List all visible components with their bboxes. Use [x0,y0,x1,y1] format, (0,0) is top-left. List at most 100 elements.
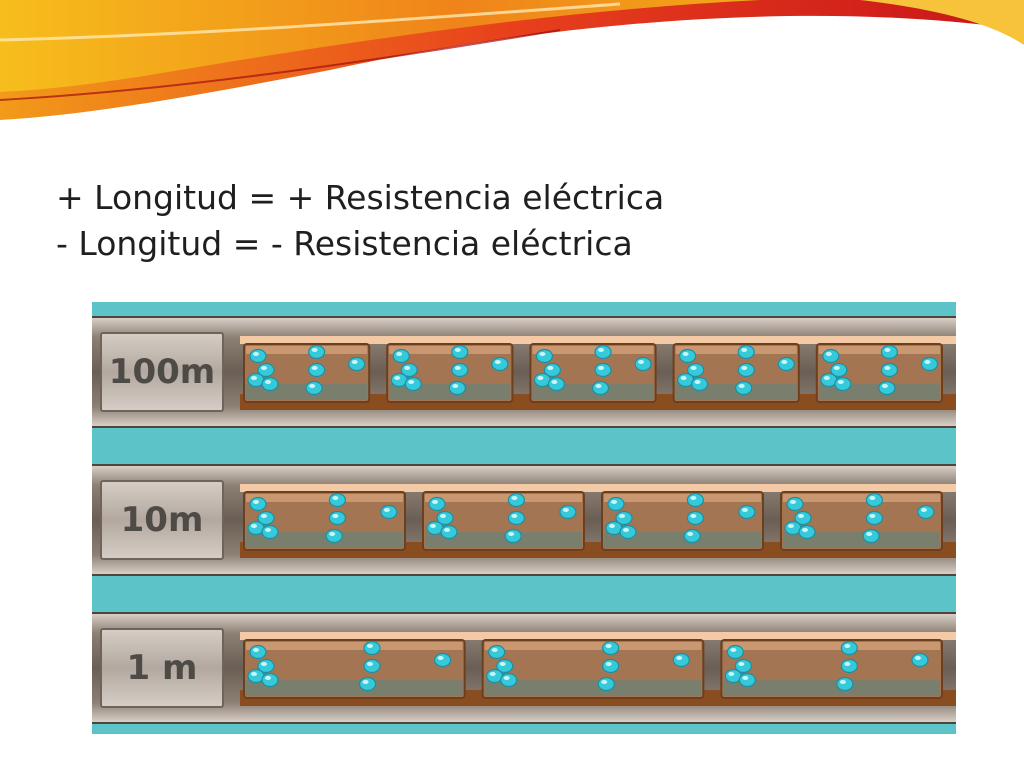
electron [591,380,610,396]
segment-inner [783,532,940,548]
electron [559,504,577,520]
electron-shine [601,680,608,684]
electron-shine [788,524,794,528]
electron [862,528,880,544]
electron-shine [251,376,257,380]
electron-shine [547,366,554,370]
electron [911,652,929,668]
electron-shine [609,524,615,528]
electron-shine [730,648,737,652]
electron-shine [539,352,546,356]
electron [798,524,816,540]
electron-shine [728,672,735,676]
segment-highlight [604,494,761,502]
segment-inner [723,680,940,696]
electron [380,504,398,520]
electron [634,356,652,372]
electron-shine [332,496,339,500]
electron [683,528,701,544]
electron-shine [351,360,358,364]
wire-length-label: 1 m [100,628,224,708]
electron [822,348,840,364]
electron [392,348,410,364]
electron-shine [261,366,267,370]
electron-shine [598,348,605,352]
electron [880,362,899,378]
electron-shine [253,648,259,652]
segment-highlight [246,642,463,650]
segment-highlight [818,346,940,354]
electron-shine [394,376,401,380]
electron-shine [489,672,496,676]
electron [917,504,935,520]
electron-shine [491,648,498,652]
electron [448,380,466,396]
conductor-segment [243,491,406,551]
electron-shine [920,508,927,512]
electron-shine [454,348,461,352]
electron [348,356,366,372]
segment-inner [246,532,403,548]
electron-shine [265,380,271,384]
electron-shine [595,384,602,388]
electron-shine [638,360,645,364]
electron [777,356,795,372]
segment-highlight [783,494,940,502]
electron [738,504,756,520]
electron [440,524,458,540]
electron-shine [537,376,544,380]
electron-shine [261,514,267,518]
electron [865,492,883,508]
electron-shine [383,508,390,512]
electron-shine [869,514,876,518]
electron [325,528,343,544]
electron [594,362,612,378]
electron-shine [676,656,683,660]
conductor-segment [780,491,943,551]
electron-shine [680,376,687,380]
electron [686,492,704,508]
electron [261,672,279,688]
electron [686,510,704,526]
segment-highlight [246,494,403,502]
segment-highlight [675,346,797,354]
electron [308,362,326,378]
electron-shine [839,680,846,684]
electron [363,658,381,674]
electron [358,676,377,692]
electron-shine [396,352,403,356]
conductor-100m [240,336,956,410]
wire-length-label: 100m [100,332,224,412]
electron-shine [682,352,689,356]
segment-highlight [532,346,654,354]
segment-inner [246,680,463,696]
electron-shine [309,384,316,388]
electron-shine [741,508,748,512]
electron [500,672,518,688]
decorative-swoosh-banner [0,0,1024,120]
electron-shine [844,644,851,648]
electron [786,496,804,512]
segment-inner [484,680,702,696]
segment-inner [604,532,761,548]
electron-shine [623,528,629,532]
electron-shine [432,500,438,504]
electron-shine [562,508,569,512]
electron-shine [444,528,450,532]
electron [607,496,625,512]
electron-shine [253,500,259,504]
electron-shine [404,366,411,370]
electron-shine [690,514,697,518]
electron [305,380,323,396]
electron [594,344,612,360]
electron-shine [605,662,612,666]
electron-shine [833,366,840,370]
electron-shine [825,352,832,356]
electron-shine [738,662,745,666]
electron-shine [914,656,921,660]
conductor-highlight [240,632,956,640]
electron [880,344,899,360]
electron-shine [551,380,558,384]
electron-shine [494,360,501,364]
wire-10m: 10m [92,464,956,576]
